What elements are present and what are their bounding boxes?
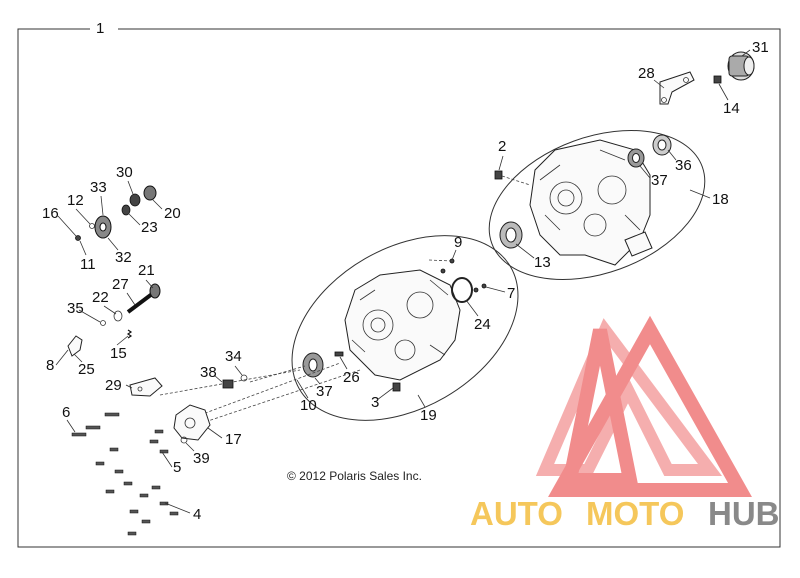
callout-12: 12 <box>67 192 84 209</box>
callout-27: 27 <box>112 276 129 293</box>
bracket-28 <box>659 71 695 105</box>
oring-34 <box>240 374 248 382</box>
callout-16: 16 <box>42 205 59 222</box>
callout-23: 23 <box>141 219 158 236</box>
callout-2: 2 <box>498 138 506 155</box>
bearing-23 <box>121 204 131 216</box>
callout-labels: 2 3 4 5 6 7 8 9 10 11 12 13 14 15 16 17 … <box>42 39 769 523</box>
leader-lines <box>55 49 751 514</box>
callout-32: 32 <box>115 249 132 266</box>
callout-24: 24 <box>474 316 491 333</box>
callout-34: 34 <box>225 348 242 365</box>
callout-21: 21 <box>138 262 155 279</box>
nut-11 <box>75 235 81 241</box>
watermark-auto: AUTO <box>470 495 563 532</box>
callout-36: 36 <box>675 157 692 174</box>
case-half-19 <box>344 269 461 381</box>
callout-18: 18 <box>712 191 729 208</box>
callout-19: 19 <box>420 407 437 424</box>
dowel-26 <box>334 351 344 357</box>
sensor-38 <box>222 379 234 389</box>
callout-8: 8 <box>46 357 54 374</box>
callout-14: 14 <box>723 100 740 117</box>
callout-10: 10 <box>300 397 317 414</box>
washer-22 <box>113 310 123 322</box>
spring-15 <box>126 329 133 339</box>
callout-33: 33 <box>90 179 107 196</box>
callout-4: 4 <box>193 506 201 523</box>
cover-17 <box>173 404 211 441</box>
oring-39 <box>180 436 188 444</box>
group-outline-19 <box>291 235 519 421</box>
nut-14 <box>713 75 722 84</box>
lever-25 <box>67 335 83 357</box>
callout-15: 15 <box>110 345 127 362</box>
callout-11: 11 <box>80 256 96 273</box>
callout-17: 17 <box>225 431 242 448</box>
callout-37-lower: 37 <box>316 383 333 400</box>
washer-12 <box>89 223 95 229</box>
callout-13: 13 <box>534 254 551 271</box>
callout-31: 31 <box>752 39 769 56</box>
diagram-frame <box>17 28 781 548</box>
callout-9: 9 <box>454 234 462 251</box>
callout-25: 25 <box>78 361 95 378</box>
callout-3: 3 <box>371 394 379 411</box>
gear-20 <box>143 185 157 201</box>
group-outline-18 <box>488 129 706 281</box>
callout-20: 20 <box>164 205 181 222</box>
callout-38: 38 <box>200 364 217 381</box>
callout-35: 35 <box>67 300 84 317</box>
washer-35 <box>100 320 106 326</box>
callout-5: 5 <box>173 459 181 476</box>
assembly-number: 1 <box>96 20 104 37</box>
callout-39: 39 <box>193 450 210 467</box>
callout-28: 28 <box>638 65 655 82</box>
gear-30 <box>129 193 141 207</box>
callout-7: 7 <box>507 285 515 302</box>
plug-2 <box>494 170 503 180</box>
plug-3 <box>392 382 401 392</box>
copyright-text: © 2012 Polaris Sales Inc. <box>287 469 422 483</box>
callout-6: 6 <box>62 404 70 421</box>
watermark-hub: HUB <box>708 495 780 532</box>
callout-30: 30 <box>116 164 133 181</box>
case-right-group <box>488 129 706 281</box>
shaft-27 <box>126 292 154 314</box>
callout-22: 22 <box>92 289 109 306</box>
bracket-29 <box>129 377 163 397</box>
case-left-group <box>291 235 519 421</box>
gasket-24 <box>451 277 473 303</box>
automotohub-logo: AUTO MOTO HUB <box>470 315 780 532</box>
callout-29: 29 <box>105 377 122 394</box>
bolts-group <box>71 412 179 536</box>
callout-26: 26 <box>343 369 360 386</box>
callout-37-upper: 37 <box>651 172 668 189</box>
watermark-moto: MOTO <box>586 495 684 532</box>
